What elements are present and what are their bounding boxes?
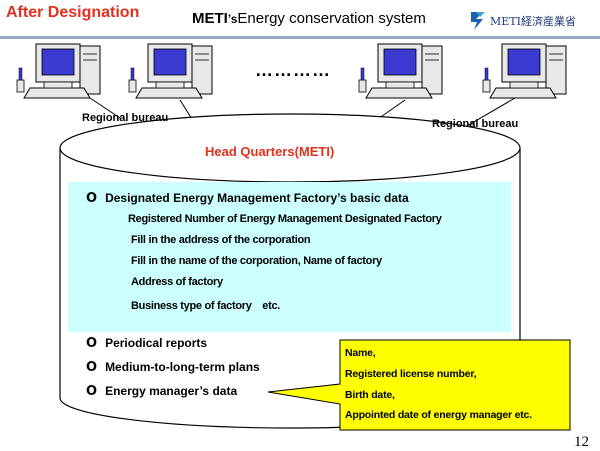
computer-icon — [14, 42, 114, 104]
long-term-plans-item: O Medium-to-long-term plans — [86, 360, 260, 375]
periodical-reports-text: Periodical reports — [105, 336, 207, 350]
regional-bureau-label-left: Regional bureau — [82, 112, 168, 124]
more-computers-ellipsis: ………… — [255, 60, 331, 81]
callout-line: Appointed date of energy manager etc. — [345, 409, 532, 421]
page-number: 12 — [574, 434, 589, 451]
long-term-plans-text: Medium-to-long-term plans — [105, 360, 260, 374]
regional-bureau-label-right: Regional bureau — [432, 118, 518, 130]
callout-line: Name, — [345, 347, 376, 359]
basic-data-heading: O Designated Energy Management Factory’s … — [86, 191, 409, 206]
workstation-icon — [14, 42, 114, 104]
bullet-icon: O — [86, 360, 97, 375]
bullet-icon: O — [86, 384, 97, 399]
basic-data-item: Fill in the name of the corporation, Nam… — [131, 255, 382, 267]
energy-manager-item: O Energy manager’s data — [86, 384, 237, 399]
energy-manager-text: Energy manager’s data — [105, 384, 237, 398]
workstation-icon — [356, 42, 456, 104]
hq-label: Head Quarters(METI) — [205, 144, 334, 159]
periodical-reports-item: O Periodical reports — [86, 336, 207, 351]
workstation-icon — [126, 42, 226, 104]
callout-line: Birth date, — [345, 389, 395, 401]
bullet-icon: O — [86, 336, 97, 351]
callout-line: Registered license number, — [345, 368, 476, 380]
computer-icon — [126, 42, 226, 104]
computer-icon — [356, 42, 456, 104]
basic-data-item: Fill in the address of the corporation — [131, 234, 310, 246]
computer-icon — [480, 42, 580, 104]
basic-data-item: Address of factory — [131, 276, 223, 288]
basic-data-item: Business type of factory etc. — [131, 297, 280, 313]
basic-data-item: Registered Number of Energy Management D… — [128, 213, 442, 225]
basic-data-heading-text: Designated Energy Management Factory’s b… — [105, 191, 409, 205]
bullet-icon: O — [86, 191, 97, 206]
workstation-icon — [480, 42, 580, 104]
